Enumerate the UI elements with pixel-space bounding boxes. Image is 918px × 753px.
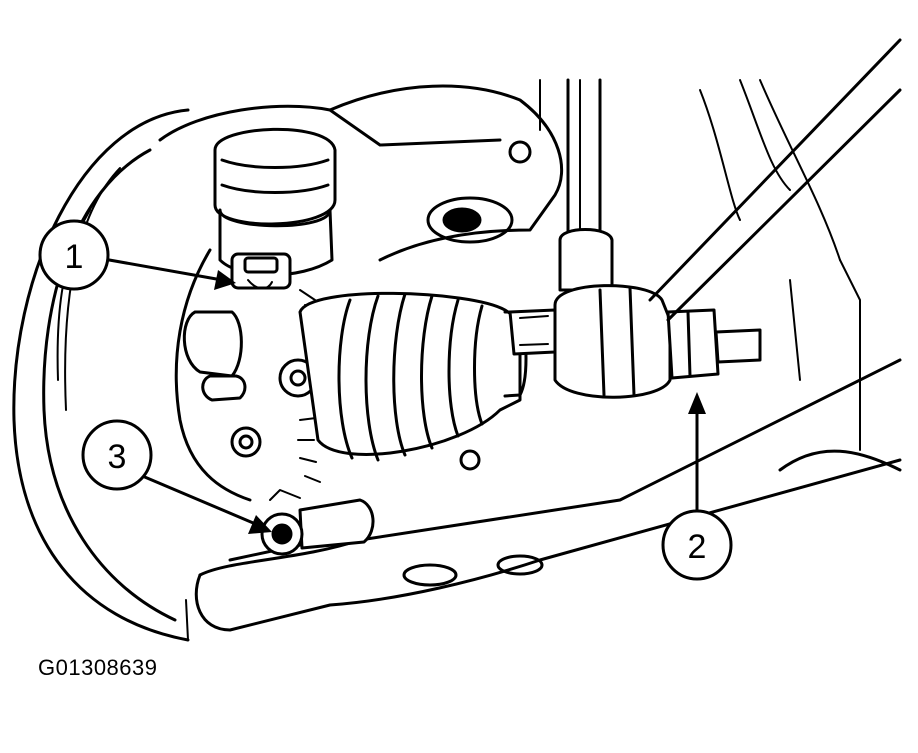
cv-joint-boot (298, 291, 528, 471)
stabilizer-link (558, 78, 614, 292)
callout-1-circle (38, 219, 110, 291)
lower-control-arm (194, 358, 902, 632)
callout-3-circle (81, 419, 153, 491)
callout-2: 2 (661, 392, 733, 581)
callout-1: 1 (38, 219, 236, 291)
tie-rod (648, 38, 902, 322)
callout-3: 3 (81, 419, 272, 534)
tie-rod-end (508, 284, 762, 399)
callout-2-circle (661, 509, 733, 581)
figure-id-label: G01308639 (38, 655, 158, 680)
brake-disc (12, 108, 190, 642)
background-frame (539, 79, 861, 451)
callout-3-label: 3 (108, 438, 127, 476)
callout-1-label: 1 (65, 238, 84, 276)
upper-control-arm (158, 84, 564, 262)
lower-ball-joint-nut (260, 489, 375, 556)
callout-2-label: 2 (688, 528, 707, 566)
upper-ball-joint-nut (230, 252, 292, 290)
